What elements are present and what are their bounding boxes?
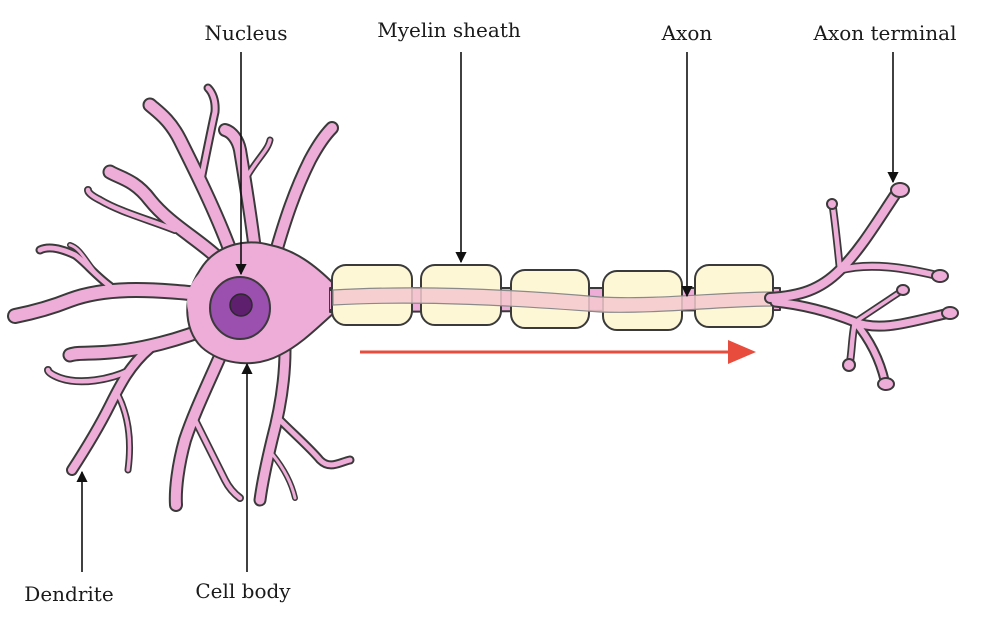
label-nucleus: Nucleus [205, 21, 288, 45]
label-cell-body: Cell body [195, 579, 291, 603]
terminal-bulb [877, 377, 895, 391]
axon-terminal-shape [764, 182, 959, 391]
signal-direction-arrow [360, 340, 756, 364]
terminal-bulb [896, 284, 910, 296]
label-myelin-sheath: Myelin sheath [377, 18, 521, 42]
dendrite-bottom-b [275, 415, 355, 470]
label-pointers [76, 52, 899, 572]
label-dendrite: Dendrite [24, 582, 113, 606]
labels: Nucleus Myelin sheath Axon Axon terminal… [24, 18, 956, 606]
terminal-bulb [842, 358, 856, 372]
myelin-sheaths [331, 264, 774, 331]
nucleolus [229, 293, 253, 317]
label-axon: Axon [661, 21, 713, 45]
terminal-bulb [826, 198, 838, 210]
terminal-bulb [941, 306, 959, 320]
terminal-bulb [890, 182, 910, 198]
cell-body-shape [7, 83, 355, 512]
terminal-bulb [931, 269, 949, 283]
label-axon-terminal: Axon terminal [813, 21, 957, 45]
nucleus [209, 276, 271, 340]
